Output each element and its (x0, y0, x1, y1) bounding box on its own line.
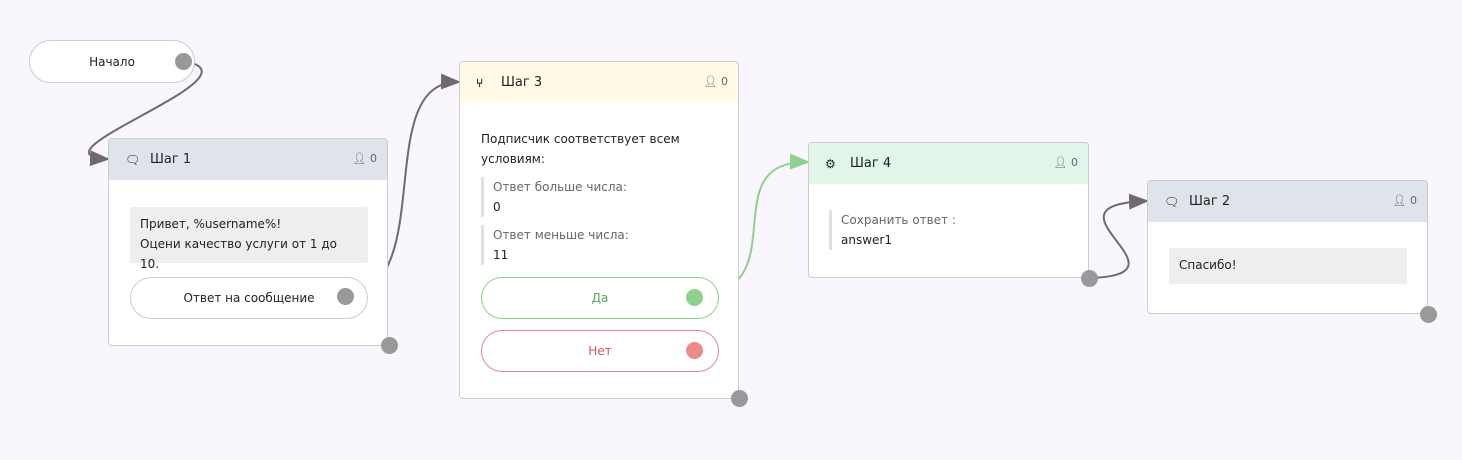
step3-condition-1: Ответ больше числа:0 (481, 177, 627, 217)
step3-no-handle[interactable] (686, 342, 703, 359)
user-icon: 👤︎ (352, 152, 367, 165)
step3-text: Подписчик соответствует всем условиям: (481, 132, 680, 166)
wire-step4-step2 (1088, 193, 1149, 279)
start-output-handle[interactable] (175, 53, 192, 70)
speech-bubble-icon: 🗨︎ (125, 152, 141, 167)
step3-header: ⑂ Шаг 3 👤︎ 0 (460, 62, 738, 103)
step3-title: Шаг 3 (501, 75, 543, 90)
start-label: Начало (89, 54, 135, 69)
step1-message: Привет, %username%!Оцени качество услуги… (130, 207, 368, 271)
step4-title: Шаг 4 (850, 156, 892, 171)
user-icon: 👤︎ (1053, 156, 1068, 169)
branch-icon: ⑂ (476, 75, 484, 90)
step1-count: 👤︎ 0 (352, 152, 377, 165)
step2-message: Спасибо! (1169, 248, 1407, 284)
step3-no-button[interactable]: Нет (481, 330, 719, 372)
step1-header: 🗨︎ Шаг 1 👤︎ 0 (109, 139, 387, 180)
step1-button-handle[interactable] (337, 288, 354, 305)
user-icon: 👤︎ (1392, 194, 1407, 207)
step2-header: 🗨︎ Шаг 2 👤︎ 0 (1148, 181, 1427, 222)
step4-output-handle[interactable] (1081, 270, 1098, 287)
step3-node[interactable]: ⑂ Шаг 3 👤︎ 0 Подписчик соответствует все… (459, 61, 739, 399)
step2-count: 👤︎ 0 (1392, 194, 1417, 207)
step3-yes-handle[interactable] (686, 289, 703, 306)
step2-node[interactable]: 🗨︎ Шаг 2 👤︎ 0 Спасибо! (1147, 180, 1428, 314)
step1-output-handle[interactable] (381, 337, 398, 354)
step2-title: Шаг 2 (1189, 194, 1231, 209)
step1-node[interactable]: 🗨︎ Шаг 1 👤︎ 0 Привет, %username%!Оцени к… (108, 138, 388, 346)
speech-bubble-icon: 🗨︎ (1164, 194, 1180, 209)
step1-title: Шаг 1 (150, 152, 192, 167)
step4-header: ⚙ Шаг 4 👤︎ 0 (809, 143, 1088, 184)
step3-condition-2: Ответ меньше числа:11 (481, 225, 629, 265)
step3-yes-button[interactable]: Да (481, 277, 719, 319)
step2-output-handle[interactable] (1420, 306, 1437, 323)
step4-save-answer: Сохранить ответ :answer1 (829, 210, 956, 250)
step1-reply-button[interactable]: Ответ на сообщение (130, 277, 368, 319)
step3-count: 👤︎ 0 (703, 75, 728, 88)
gears-icon: ⚙ (825, 156, 836, 171)
step3-output-handle[interactable] (731, 390, 748, 407)
step4-count: 👤︎ 0 (1053, 156, 1078, 169)
user-icon: 👤︎ (703, 75, 718, 88)
start-node[interactable]: Начало (29, 40, 195, 83)
step4-node[interactable]: ⚙ Шаг 4 👤︎ 0 Сохранить ответ :answer1 (808, 142, 1089, 278)
